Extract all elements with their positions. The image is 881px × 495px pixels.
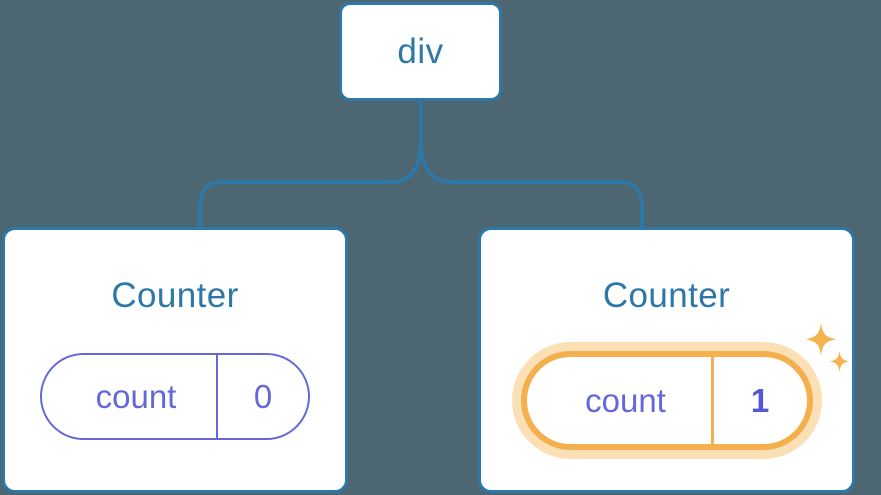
state-pill-right-wrapper: count 1 [511, 342, 822, 459]
state-pill-left-value: 0 [216, 355, 308, 438]
node-div-label: div [397, 32, 444, 71]
state-pill-right-highlight-glow: count 1 [511, 342, 822, 459]
state-pill-left-wrapper: count 0 [40, 353, 310, 440]
state-pill-right-key: count [585, 382, 666, 419]
state-pill-left-key: count [95, 378, 177, 415]
node-counter-right[interactable]: Counter count 1 [478, 227, 855, 493]
state-pill-right-value: 1 [710, 357, 807, 444]
node-div[interactable]: div [339, 2, 502, 101]
node-counter-left-title: Counter [111, 276, 239, 315]
state-pill-left[interactable]: count 0 [40, 353, 310, 440]
state-pill-right[interactable]: count 1 [520, 351, 813, 450]
node-counter-left[interactable]: Counter count 0 [2, 227, 348, 493]
node-counter-right-title: Counter [602, 276, 731, 315]
